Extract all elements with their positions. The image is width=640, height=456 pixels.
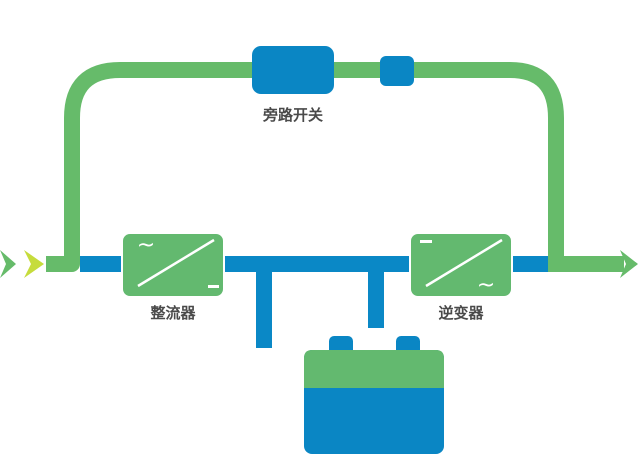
rectifier-dc-symbol [208, 285, 219, 288]
bypass-switch-block [252, 46, 334, 94]
input-arrow-highlight-icon [24, 250, 44, 278]
input-arrow-icon [0, 250, 16, 278]
bus-drop-left [256, 262, 272, 348]
bypass-switch-small-block [380, 56, 414, 86]
inverter-dc-symbol [420, 240, 432, 243]
inverter-block: ~ [409, 232, 513, 298]
bypass-switch-label: 旁路开关 [262, 106, 323, 124]
bus-drop-right [368, 262, 384, 328]
output-arrow-icon [620, 250, 638, 278]
battery-icon [304, 336, 444, 454]
rectifier-label: 整流器 [150, 304, 196, 322]
rectifier-ac-symbol: ~ [137, 233, 155, 258]
output-line [548, 256, 624, 272]
inverter-ac-symbol: ~ [477, 273, 495, 298]
inverter-label: 逆变器 [438, 304, 484, 322]
rectifier-block: ~ [121, 232, 225, 298]
